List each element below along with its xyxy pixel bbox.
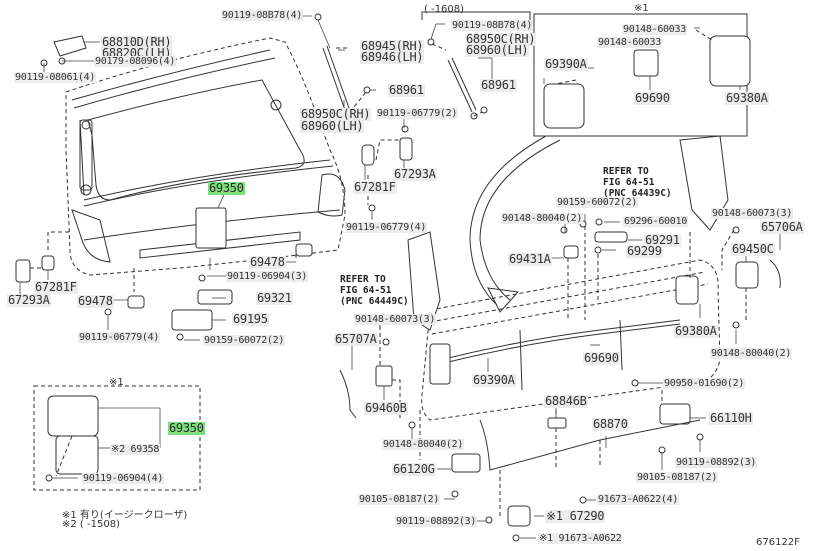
part-label-65706A[interactable]: 65706A	[760, 220, 804, 234]
part-label-68946[interactable]: 68946(LH)	[360, 50, 425, 64]
refer-note-left-line3: (PNC 64449C)	[340, 296, 409, 307]
part-label-69390A-inset[interactable]: 69390A	[544, 57, 588, 71]
part-label-66110H[interactable]: 66110H	[709, 411, 753, 425]
part-label-68950C-left[interactable]: 68950C(RH)	[300, 107, 372, 121]
part-label-69296-60010[interactable]: 69296-60010	[623, 216, 688, 227]
gas-strut-right	[447, 59, 473, 113]
figure-code: 676122F	[756, 537, 800, 548]
refer-note-left-line1: REFER TO	[340, 274, 386, 285]
part-label-90119-08B78-left[interactable]: 90119-08B78(4)	[221, 10, 304, 21]
refer-note-right-line2[interactable]: FIG 64-51	[603, 177, 655, 188]
part-label-69478-right[interactable]: 69478	[249, 255, 286, 269]
part-label-90119-06904-4[interactable]: 90119-06904(4)	[82, 473, 165, 484]
part-label-67293A-left[interactable]: 67293A	[7, 293, 51, 307]
part-label-69195[interactable]: 69195	[232, 312, 269, 326]
part-label-90148-80040-c[interactable]: 90148-80040(2)	[382, 439, 465, 450]
part-label-90105-08187-left[interactable]: 90105-08187(2)	[358, 494, 441, 505]
part-label-69460B[interactable]: 69460B	[364, 401, 408, 415]
inset-marker-top: ※1	[634, 3, 649, 14]
part-label-68960-left[interactable]: 68960(LH)	[300, 119, 365, 133]
part-label-67290[interactable]: ※1 67290	[545, 509, 606, 523]
part-label-69299[interactable]: 69299	[626, 244, 663, 258]
part-label-67281F-right[interactable]: 67281F	[353, 180, 397, 194]
part-label-69380A-inset[interactable]: 69380A	[725, 91, 769, 105]
leader-lines	[19, 15, 781, 539]
part-label-69321[interactable]: 69321	[256, 291, 293, 305]
footnote-1: ※1 有り(イージークローザ)	[62, 510, 188, 521]
part-label-69358[interactable]: ※2 69358	[110, 444, 161, 455]
back-door-inner-panel	[421, 259, 721, 421]
part-label-69431A[interactable]: 69431A	[508, 252, 552, 266]
part-label-69350-main[interactable]: 69350	[208, 181, 245, 195]
part-label-90148-60033-a[interactable]: 90148-60033	[622, 24, 687, 35]
part-label-90148-60073-left[interactable]: 90148-60073(3)	[354, 314, 437, 325]
footnote-2: ※2 ( -1508)	[62, 519, 120, 530]
part-label-68945[interactable]: 68945(RH)	[360, 39, 425, 53]
part-label-68961-left[interactable]: 68961	[388, 83, 425, 97]
refer-note-left: REFER TO FIG 64-51 (PNC 64449C)	[340, 274, 409, 307]
connector-lines	[30, 29, 747, 518]
part-label-90119-06779-4-bottom[interactable]: 90119-06779(4)	[78, 332, 161, 343]
part-label-90179-08096[interactable]: 90179-08096(4)	[94, 56, 177, 67]
part-label-91673-A0622-1[interactable]: ※1 91673-A0622	[538, 533, 623, 544]
part-label-90119-08061[interactable]: 90119-08061(4)	[14, 72, 97, 83]
part-label-90159-60072-right[interactable]: 90159-60072(2)	[556, 197, 639, 208]
part-label-65707A[interactable]: 65707A	[334, 332, 378, 346]
refer-note-right-line1: REFER TO	[603, 166, 649, 177]
inset-box-easy-closer-left	[33, 385, 201, 491]
part-label-68950C-right[interactable]: 68950C(RH)	[465, 32, 537, 46]
part-label-69690-inset[interactable]: 69690	[634, 91, 671, 105]
range-bracket	[421, 11, 531, 20]
refer-note-right: REFER TO FIG 64-51 (PNC 64439C)	[603, 166, 672, 199]
part-label-68870[interactable]: 68870	[592, 417, 629, 431]
refer-note-left-line2[interactable]: FIG 64-51	[340, 285, 392, 296]
part-label-90119-06904-3[interactable]: 90119-06904(3)	[226, 271, 309, 282]
part-label-90105-08187-right[interactable]: 90105-08187(2)	[636, 472, 719, 483]
part-label-69380A-main[interactable]: 69380A	[674, 324, 718, 338]
part-label-69350-inset[interactable]: 69350	[168, 421, 205, 435]
inset-marker-left: ※1	[109, 377, 124, 388]
gas-strut-left	[322, 47, 346, 111]
part-label-69478-left[interactable]: 69478	[77, 294, 114, 308]
part-label-90148-60033-b[interactable]: 90148-60033	[597, 37, 662, 48]
part-label-69291[interactable]: 69291	[644, 233, 681, 247]
part-label-90119-08892-left[interactable]: 90119-08892(3)	[395, 516, 478, 527]
hinge-part	[53, 35, 87, 57]
range-note: ( -1608)	[424, 4, 465, 15]
part-label-67293A-right[interactable]: 67293A	[393, 167, 437, 181]
part-label-68961-right[interactable]: 68961	[480, 78, 517, 92]
part-label-90148-80040-a[interactable]: 90148-80040(2)	[501, 213, 584, 224]
part-label-90119-08892-right[interactable]: 90119-08892(3)	[675, 457, 758, 468]
part-label-91673-A0622-4[interactable]: 91673-A0622(4)	[597, 494, 680, 505]
part-bodies	[15, 35, 781, 527]
refer-note-right-line3: (PNC 64439C)	[603, 188, 672, 199]
part-label-90148-60073-right[interactable]: 90148-60073(3)	[711, 208, 794, 219]
part-label-90950-01690[interactable]: 90950-01690(2)	[663, 378, 746, 389]
part-label-66120G[interactable]: 66120G	[392, 462, 436, 476]
part-label-68846B[interactable]: 68846B	[544, 394, 588, 408]
part-label-67281F-left[interactable]: 67281F	[34, 280, 78, 294]
part-label-69690-main[interactable]: 69690	[583, 351, 620, 365]
part-label-68960-right[interactable]: 68960(LH)	[465, 43, 530, 57]
back-door-panel	[65, 37, 346, 276]
part-label-90119-06779-4-top[interactable]: 90119-06779(4)	[345, 222, 428, 233]
part-label-90159-60072-left[interactable]: 90159-60072(2)	[203, 335, 286, 346]
part-label-68810D[interactable]: 68810D(RH)	[101, 35, 173, 49]
part-label-69450C[interactable]: 69450C	[731, 242, 775, 256]
part-label-69390A-main[interactable]: 69390A	[472, 373, 516, 387]
part-label-90119-06779-2[interactable]: 90119-06779(2)	[376, 108, 459, 119]
direction-arrow	[479, 139, 561, 301]
part-label-90148-80040-b[interactable]: 90148-80040(2)	[710, 348, 793, 359]
part-label-90119-08B78-right[interactable]: 90119-08B78(4)	[451, 20, 534, 31]
